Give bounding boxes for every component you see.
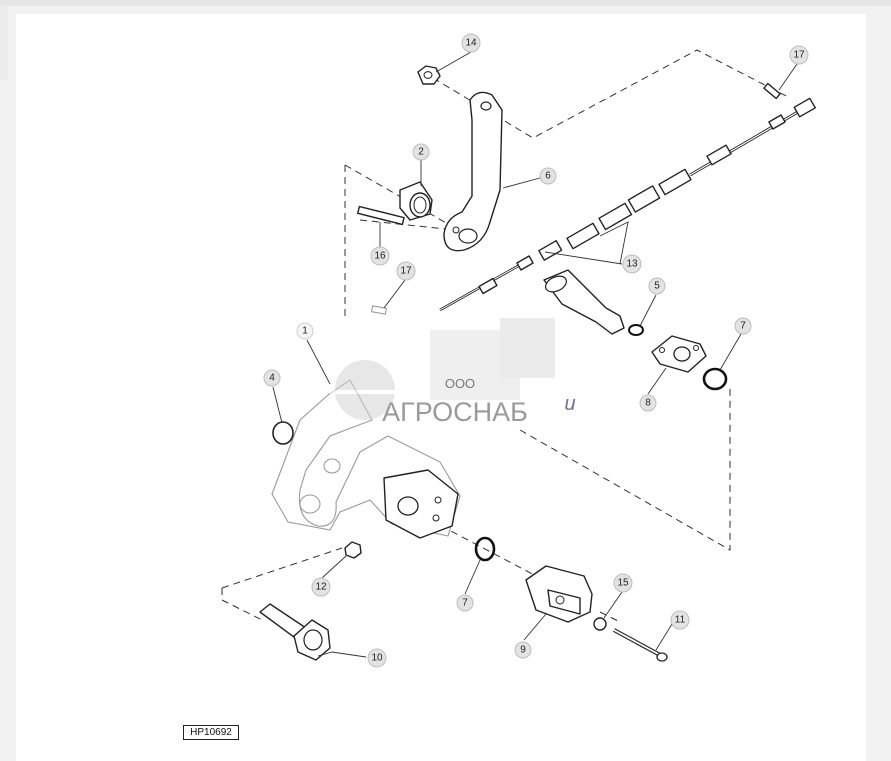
o-ring-7-top (702, 367, 728, 391)
bracket-8 (651, 335, 707, 373)
callout: 7 (734, 317, 752, 335)
callout: 6 (539, 167, 557, 185)
svg-text:7: 7 (462, 598, 468, 609)
svg-text:6: 6 (545, 171, 551, 182)
callout: 12 (311, 577, 331, 597)
svg-text:4: 4 (269, 373, 275, 384)
bushing-2 (399, 181, 433, 221)
figure-id-label: HP10692 (183, 725, 239, 740)
block-9 (525, 565, 593, 623)
callout: 13 (622, 254, 642, 274)
screw-17-mid (370, 305, 388, 315)
svg-text:1: 1 (302, 326, 308, 337)
callout: 11 (670, 610, 690, 630)
svg-text:9: 9 (520, 645, 526, 656)
callout: 9 (514, 641, 532, 659)
o-ring-7-bottom (474, 536, 496, 562)
svg-text:16: 16 (374, 251, 386, 262)
svg-text:10: 10 (371, 653, 383, 664)
watermark-brand: АГРОСНАБ (382, 397, 528, 427)
washer-15 (593, 617, 607, 631)
retaining-ring-4 (272, 421, 294, 445)
nut-14 (417, 65, 441, 85)
callout: 17 (396, 261, 416, 281)
callout: 5 (648, 277, 666, 295)
svg-text:17: 17 (793, 50, 805, 61)
svg-text:12: 12 (315, 582, 327, 593)
callout: 14 (461, 33, 481, 53)
svg-text:15: 15 (617, 578, 629, 589)
svg-text:13: 13 (626, 259, 638, 270)
svg-text:14: 14 (465, 38, 477, 49)
callout: 1 (296, 322, 314, 340)
callout: 8 (639, 394, 657, 412)
watermark-logo (330, 318, 555, 420)
callout: 4 (263, 369, 281, 387)
callout: 2 (412, 143, 430, 161)
svg-text:8: 8 (645, 398, 651, 409)
callout: 10 (367, 648, 387, 668)
bolt-10 (259, 603, 331, 661)
svg-text:17: 17 (400, 266, 412, 277)
nut-12 (344, 541, 362, 559)
lever-arm-6 (443, 91, 503, 252)
screw-17-top (763, 82, 781, 100)
svg-text:11: 11 (675, 615, 686, 626)
bolt-11 (613, 628, 668, 662)
watermark-company-prefix: ООО (445, 376, 475, 391)
svg-text:2: 2 (418, 147, 424, 158)
watermark-suffix: u (564, 393, 575, 415)
callout: 7 (456, 594, 474, 612)
callout: 15 (613, 573, 633, 593)
callout: 16 (370, 246, 390, 266)
svg-text:5: 5 (654, 281, 660, 292)
control-cable-13 (439, 97, 816, 312)
top-bar (0, 0, 891, 6)
leader-lines (272, 51, 798, 658)
mounting-bracket-1 (271, 379, 461, 539)
pin-16 (357, 205, 405, 226)
callout: 17 (789, 45, 809, 65)
svg-text:7: 7 (740, 321, 746, 332)
shaft-5 (543, 269, 644, 336)
left-strip (0, 6, 8, 80)
